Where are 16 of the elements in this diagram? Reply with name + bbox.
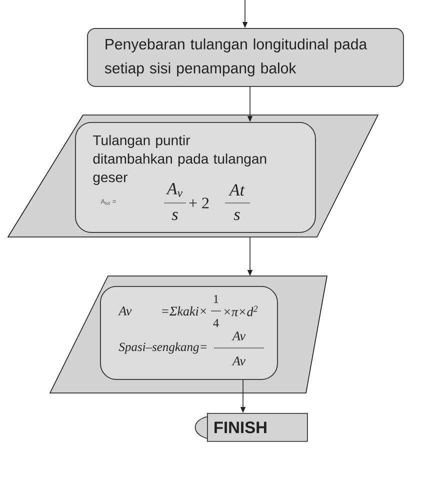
node-label: 4 — [213, 319, 219, 327]
node-label: Av — [118, 306, 132, 316]
node-label: 1 — [214, 295, 218, 303]
formula: Av =Σkaki× 1 4 ×π×d$^{2}$ — [118, 295, 258, 327]
node-label: At — [228, 184, 245, 196]
node-label: s — [172, 212, 178, 220]
formula: Spasi–sengkang= Av Av — [118, 332, 264, 366]
node-label: s — [234, 212, 240, 220]
process-box: Penyebaran tulangan longitudinal pada setiap sisi penampang balok — [87, 28, 404, 87]
node-label: ×π×d$^{2}$ — [224, 306, 258, 316]
node-label: =Σkaki× — [162, 306, 206, 316]
process-box — [100, 286, 278, 380]
terminator: FINISH — [194, 413, 308, 442]
node-label: A$_{v}$ — [166, 183, 183, 197]
process-box — [75, 122, 316, 233]
node-label: + 2 — [189, 198, 209, 208]
